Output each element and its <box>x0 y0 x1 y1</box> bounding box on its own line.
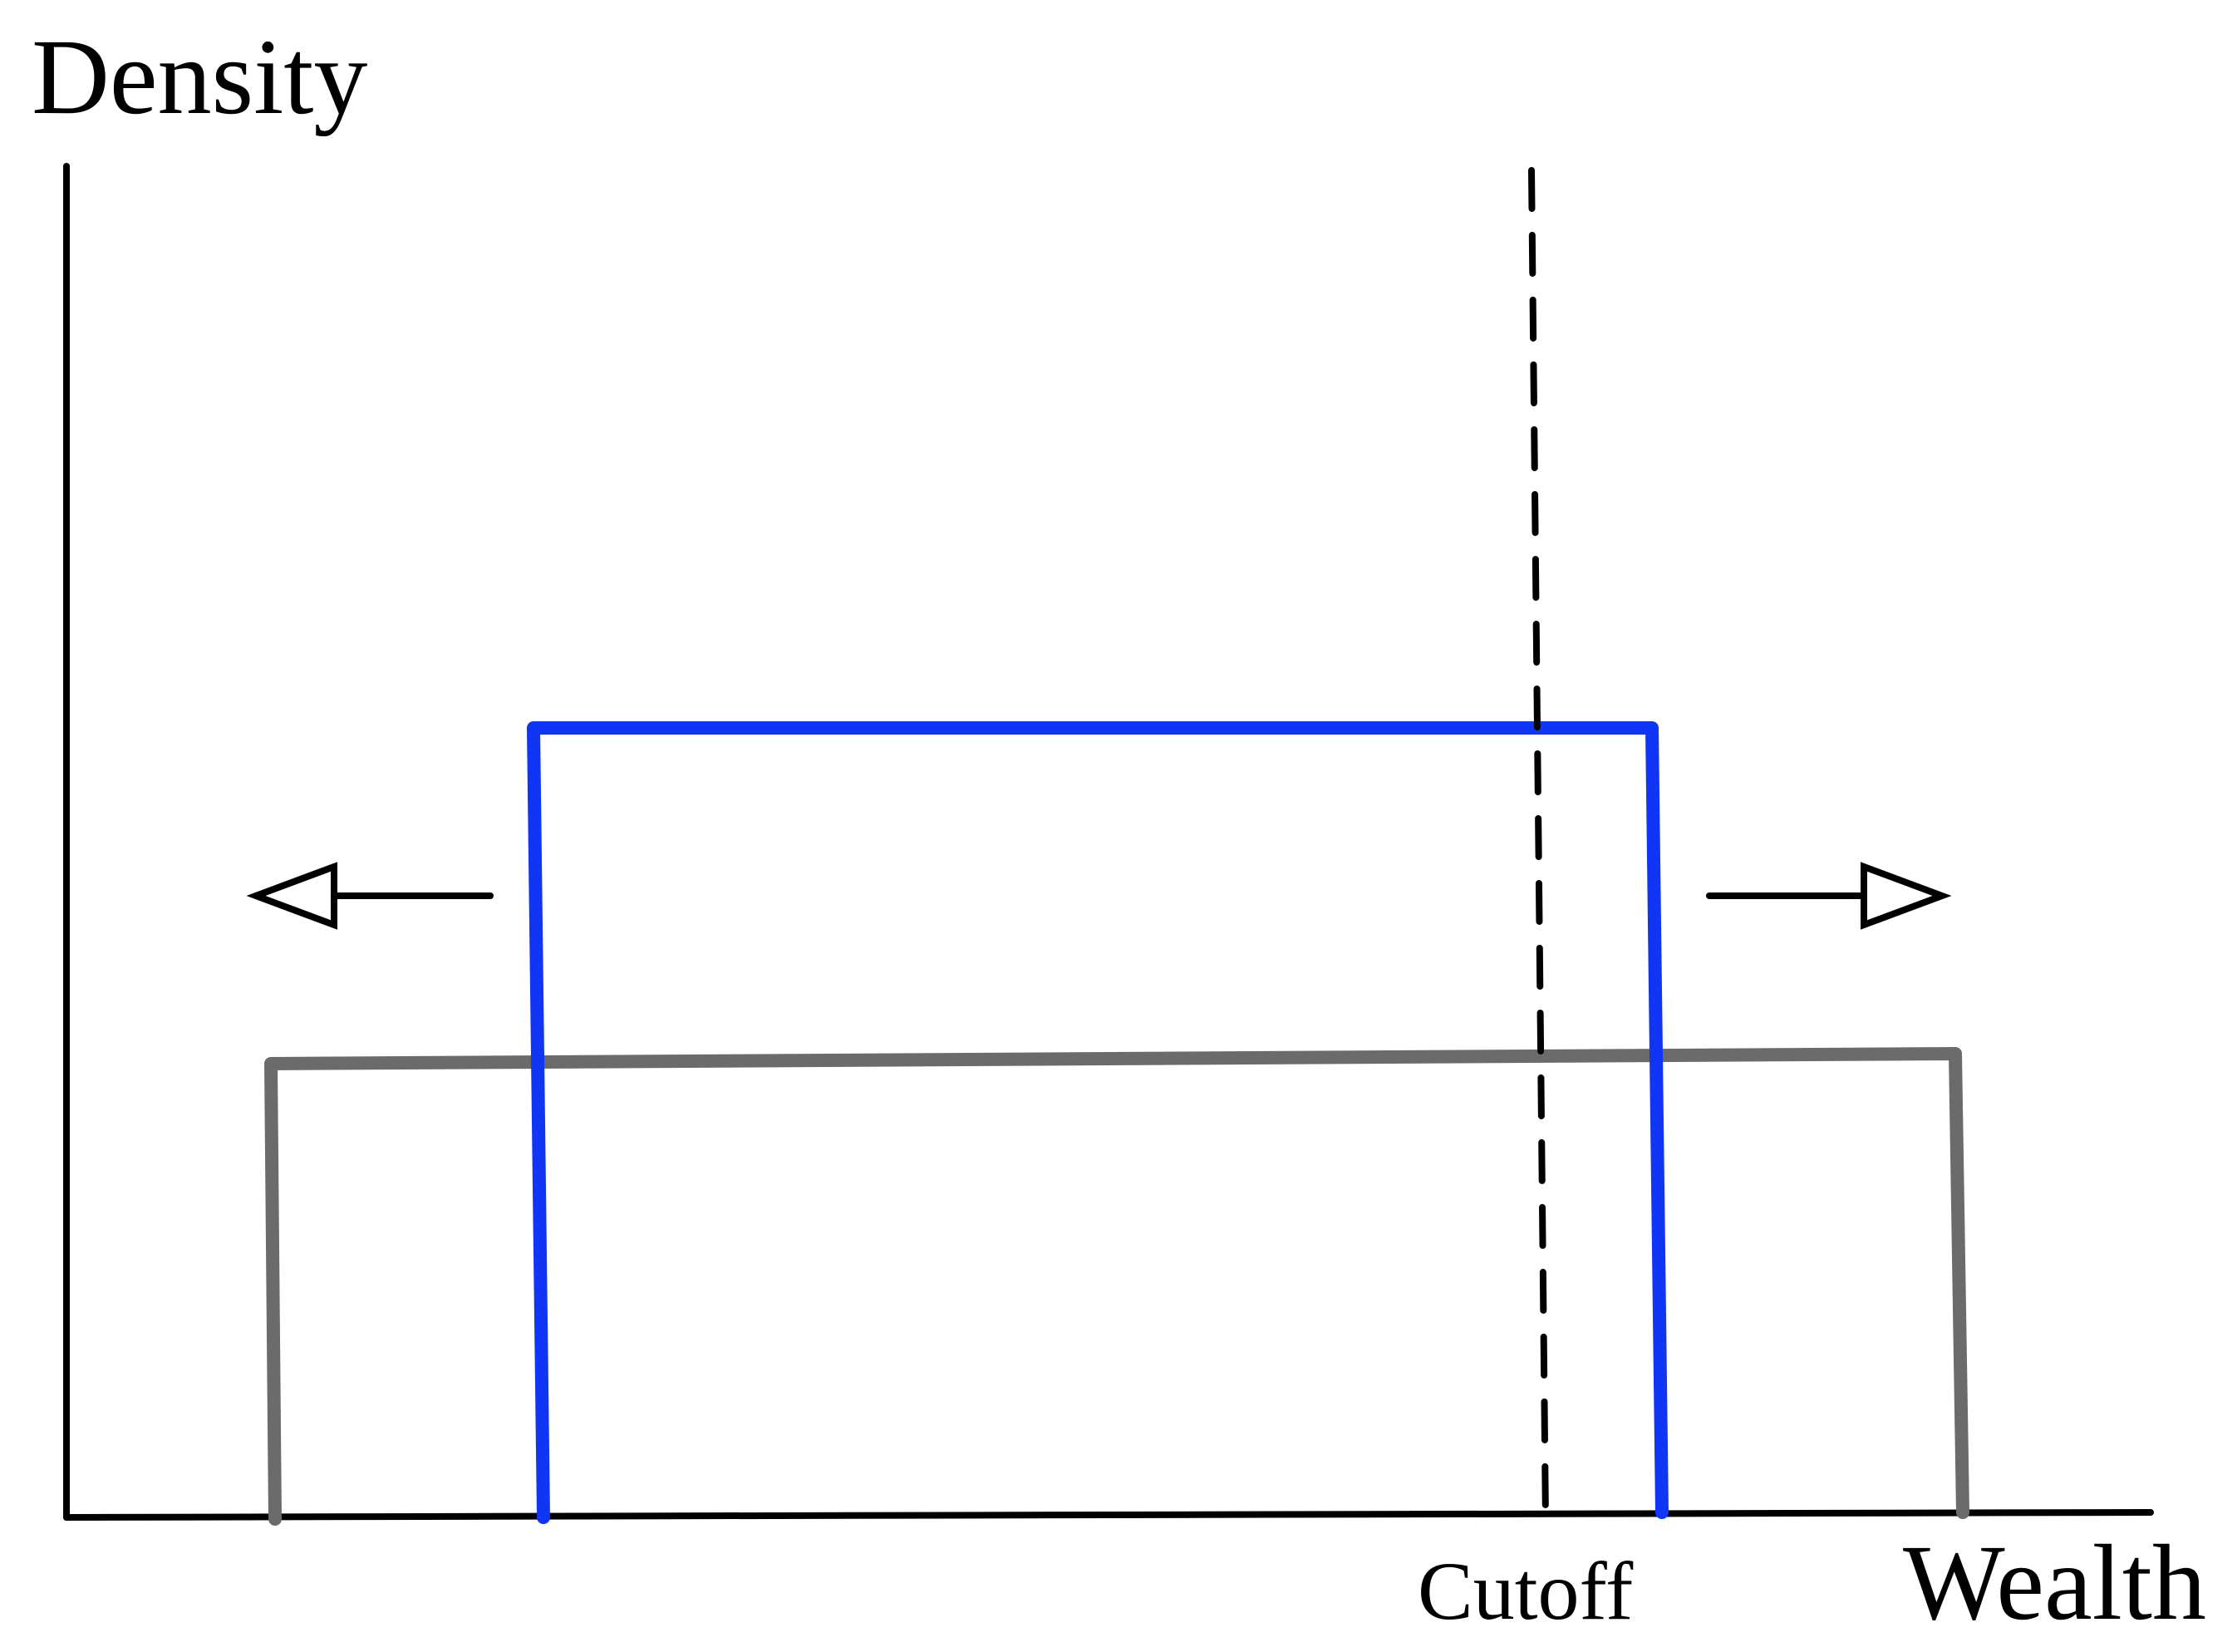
cutoff-label: Cutoff <box>1418 1545 1634 1637</box>
right-arrow-icon <box>1706 862 1952 930</box>
left-arrow-icon <box>246 862 494 930</box>
x-axis <box>63 1509 2154 1521</box>
x-axis-label: Wealth <box>1903 1523 2206 1643</box>
narrow-distribution-outline <box>527 721 1669 1524</box>
cutoff-line <box>1528 167 1549 1526</box>
y-axis-label: Density <box>32 17 367 137</box>
wide-distribution-outline <box>264 1047 1969 1526</box>
